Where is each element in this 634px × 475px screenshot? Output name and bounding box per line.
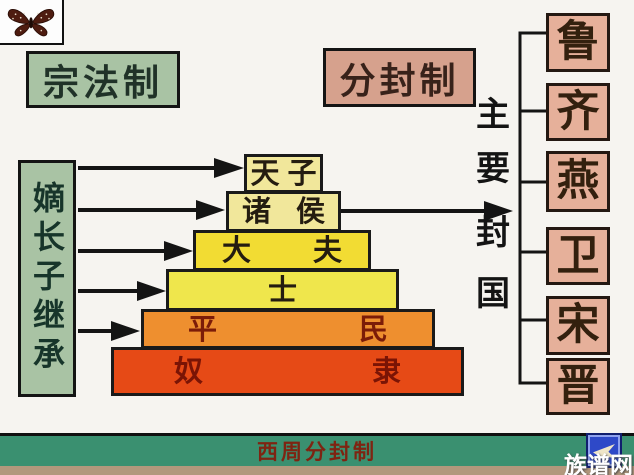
pyramid-level-pingmin: 平 民 — [141, 309, 435, 349]
pyramid-level-shi: 士 — [166, 269, 399, 311]
feudal-system-title: 分封制 — [323, 48, 476, 107]
watermark-text: 族谱网 — [564, 453, 633, 475]
pyramid-level-zhuhou: 诸 侯 — [226, 191, 341, 232]
level-char: 隶 — [371, 354, 401, 388]
pyramid-level-nuli: 奴 隶 — [111, 347, 464, 396]
level-char: 夫 — [312, 233, 342, 267]
level-char: 士 — [267, 272, 297, 307]
butterfly-icon — [7, 8, 55, 36]
vlabel-char: 要 — [476, 149, 510, 189]
eldest-son-inheritance-panel: 嫡长子继承 — [18, 160, 76, 397]
level-char: 平 — [188, 311, 218, 346]
state-box-wei: 卫 — [546, 227, 610, 285]
clan-system-title: 宗法制 — [26, 51, 180, 108]
level-char: 大 — [222, 233, 252, 267]
caption-text: 西周分封制 — [257, 440, 377, 464]
pyramid-level-tianzi: 天 子 — [244, 154, 323, 193]
level-char: 天 — [250, 156, 280, 190]
vlabel-char: 封 — [476, 213, 510, 253]
level-char: 奴 — [174, 354, 204, 388]
bottom-strip — [0, 466, 634, 475]
state-box-lu: 鲁 — [546, 13, 610, 72]
butterfly-image — [0, 0, 64, 45]
eldest-son-inheritance-label: 嫡长子继承 — [28, 181, 66, 376]
state-box-song: 宋 — [546, 296, 610, 355]
state-box-jin: 晋 — [546, 358, 610, 415]
main-feudal-states-label: 主 要 封 国 — [472, 98, 514, 311]
vlabel-char: 主 — [476, 95, 510, 135]
state-box-qi: 齐 — [546, 83, 610, 141]
vlabel-char: 国 — [476, 274, 510, 314]
pyramid-level-dafu: 大 夫 — [193, 230, 371, 271]
level-char: 诸 — [242, 194, 272, 228]
state-box-yan: 燕 — [546, 151, 610, 212]
zupu-watermark: 族谱网 — [564, 429, 634, 475]
caption-bar: 西周分封制 — [0, 433, 634, 466]
level-char: 侯 — [295, 194, 325, 228]
states-bracket — [518, 31, 547, 385]
zupu-logo-icon — [586, 433, 622, 468]
level-char: 民 — [358, 311, 388, 346]
level-char: 子 — [287, 156, 317, 190]
